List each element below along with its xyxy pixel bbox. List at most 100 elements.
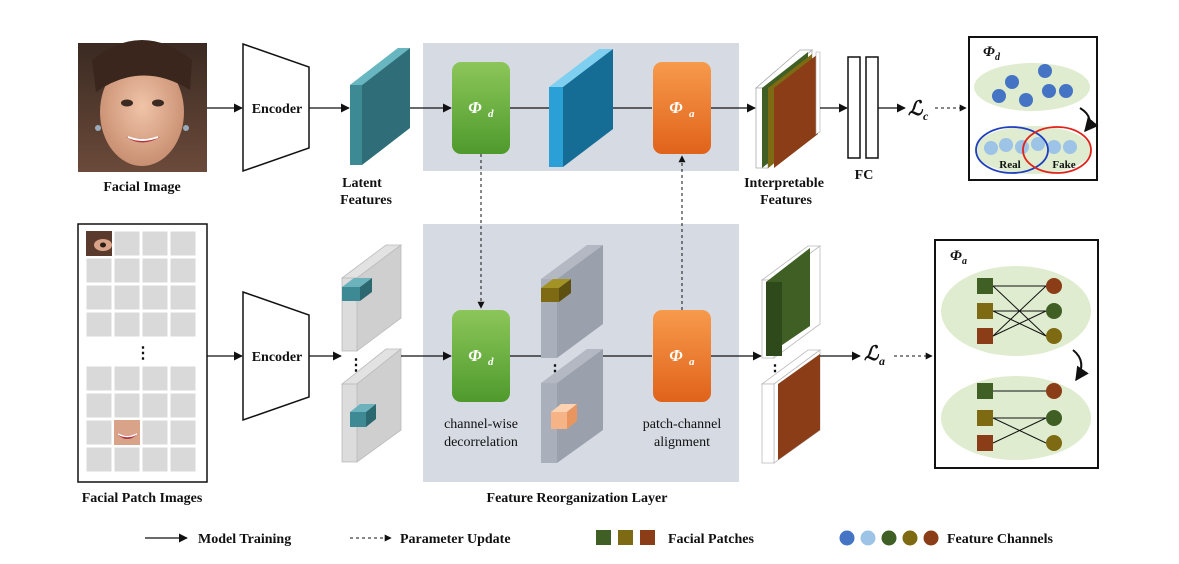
phi-a-matching-panel: Φ a [934, 239, 1099, 469]
legend-feature-channels: Feature Channels [947, 532, 1053, 547]
mouth-patch [114, 420, 140, 445]
feature-channel-dot [992, 89, 1006, 103]
patch-cell [169, 284, 197, 311]
patch-node [977, 328, 993, 344]
fc-layer [847, 56, 879, 159]
phi-d-cluster-panel: Φ d Real Fake [968, 36, 1099, 181]
patch-node [977, 383, 993, 399]
channel-node [1046, 278, 1062, 294]
svg-text:ℒ: ℒ [864, 343, 880, 365]
latent-features-label-2: Features [340, 193, 392, 208]
patch-cell [141, 311, 169, 338]
patch-cell [141, 230, 169, 257]
interpretable-features-label-2: Features [760, 193, 812, 208]
reorganized-patch-cube-lower [541, 349, 603, 463]
patch-cell [169, 257, 197, 284]
patch-node [977, 435, 993, 451]
patch-cell [141, 446, 169, 473]
svg-text:Encoder: Encoder [252, 102, 303, 117]
patch-cell [113, 230, 141, 257]
channel-node [1046, 410, 1062, 426]
patch-cell [85, 446, 113, 473]
legend-model-training: Model Training [198, 532, 291, 547]
patch-cell [85, 419, 113, 446]
patch-cell [141, 257, 169, 284]
patch-cell [169, 392, 197, 419]
decorrelation-label-1: channel-wise [444, 417, 518, 432]
patch-cell [141, 284, 169, 311]
real-cluster-ellipse [975, 126, 1049, 174]
feature-channel-dot [999, 138, 1013, 152]
encoder-bottom: Encoder [242, 290, 310, 422]
patch-latent-cube-upper [340, 244, 403, 352]
svg-text:a: a [879, 354, 885, 368]
patch-cell [169, 230, 197, 257]
feature-channel-dot [984, 141, 998, 155]
channel-node [1046, 383, 1062, 399]
interpretable-features-label-1: Interpretable [744, 176, 824, 191]
loss-alignment: ℒ a [864, 343, 885, 368]
patch-cell [169, 311, 197, 338]
alignment-module-bottom: Φ a [653, 310, 711, 402]
feature-channel-dot [1047, 140, 1061, 154]
aligned-slab-upper [760, 245, 822, 359]
patch-cell [141, 392, 169, 419]
svg-text:c: c [923, 109, 929, 123]
legend: Model Training Parameter Update Facial P… [145, 530, 1053, 547]
svg-text:a: a [689, 356, 695, 368]
facial-patch-label: Facial Patch Images [82, 491, 203, 506]
latent-features-label-1: Latent [342, 176, 382, 191]
feature-channel-dot [1019, 93, 1033, 107]
svg-text:ℒ: ℒ [908, 98, 924, 120]
svg-text:Φ: Φ [983, 44, 995, 60]
update-arrows [477, 104, 967, 360]
patch-cell [113, 284, 141, 311]
real-label: Real [999, 159, 1020, 171]
facial-image-label: Facial Image [103, 180, 180, 195]
feature-channel-dot [1031, 137, 1045, 151]
patch-cell [169, 419, 197, 446]
flow-arrows [207, 103, 906, 361]
latent-features-cube [350, 48, 410, 165]
svg-text:a: a [962, 256, 967, 267]
svg-text:Φ: Φ [669, 346, 683, 365]
feature-reorganization-layer-title: Feature Reorganization Layer [487, 491, 668, 506]
patch-cell [113, 446, 141, 473]
alignment-label-2: alignment [654, 435, 710, 450]
patch-cell [85, 257, 113, 284]
feature-channel-dot [1038, 64, 1052, 78]
channel-node [1046, 303, 1062, 319]
decorrelation-module-top: Φ d [452, 62, 510, 154]
reorganized-patch-cube-upper [541, 245, 603, 358]
aligned-slab-lower [760, 349, 822, 464]
patch-node [977, 303, 993, 319]
feature-channel-dot [1042, 84, 1056, 98]
facial-image [78, 40, 207, 172]
channel-node [1046, 328, 1062, 344]
loss-classification: ℒ c [908, 98, 929, 123]
svg-text:d: d [995, 52, 1001, 63]
interpretable-features-stack [754, 49, 821, 169]
patch-node [977, 278, 993, 294]
reorganized-features-cube [549, 49, 613, 167]
vertical-dots-grid: ⋮ [135, 345, 151, 362]
feature-channel-dot [1063, 140, 1077, 154]
patch-cell [85, 311, 113, 338]
patch-cell [113, 392, 141, 419]
feature-channel-dot [1005, 75, 1019, 89]
decorrelation-label-2: decorrelation [444, 435, 518, 450]
decorrelation-module-bottom: Φ d [452, 310, 510, 402]
patch-cell [141, 365, 169, 392]
fake-cluster-ellipse [1022, 126, 1092, 174]
svg-text:a: a [689, 108, 695, 120]
svg-text:Φ: Φ [669, 98, 683, 117]
svg-text:d: d [488, 356, 494, 368]
patch-cell [169, 365, 197, 392]
feature-channel-dot [1015, 140, 1029, 154]
patch-node [977, 410, 993, 426]
patch-cell [169, 446, 197, 473]
fake-label: Fake [1052, 159, 1075, 171]
alignment-module-top: Φ a [653, 62, 711, 154]
legend-parameter-update: Parameter Update [400, 532, 511, 547]
patch-cell [85, 365, 113, 392]
